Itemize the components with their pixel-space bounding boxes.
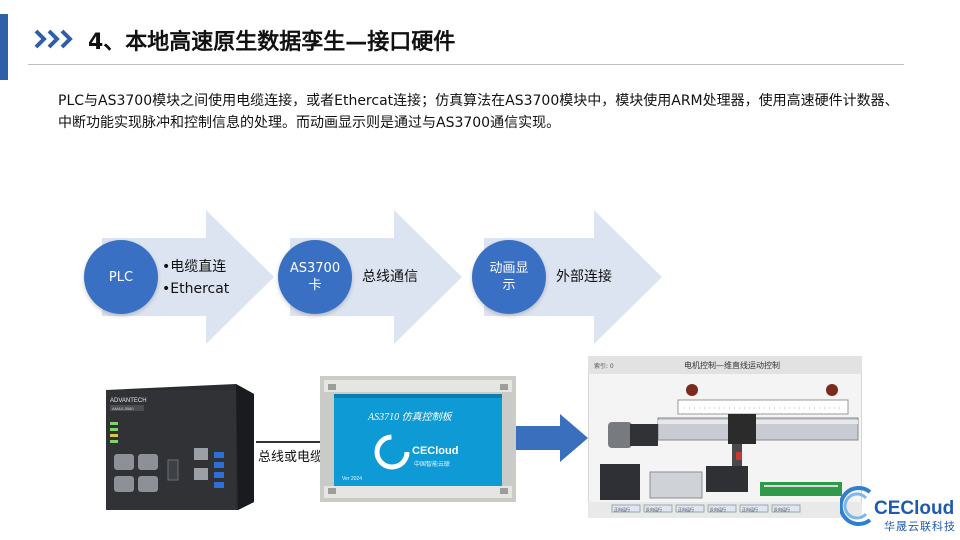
flow-node-as3700: AS3700 卡 (278, 240, 352, 314)
connection-label: 总线或电缆 (256, 446, 326, 465)
flow-text-plc-2: •Ethercat (162, 281, 230, 297)
flow-arrow-3 (484, 210, 662, 344)
cecloud-logo-icon (840, 486, 872, 526)
connection-line (256, 441, 320, 443)
flow-arrow-1 (102, 210, 274, 344)
hmi-button-label: 正向运行 (742, 506, 758, 512)
hmi-title: 电机控制—维直线运动控制 (684, 360, 780, 370)
flow-text-plc-1: •电缆直连 (162, 259, 227, 275)
brand-logo-subtext: 华晟云联科技 (884, 520, 956, 533)
module-logo-sub: 中国智能云联 (414, 460, 450, 468)
hmi-button-label: 反向运行 (774, 506, 790, 512)
flow-arrow-2 (290, 210, 462, 344)
hmi-animation-screenshot: 索引: 0 电机控制—维直线运动控制 正向运行 反向运行 正向运行 反向运行 正… (588, 356, 862, 518)
module-title: AS3710 仿真控制板 (367, 411, 454, 423)
plc-model: AMAX-5580 (112, 406, 134, 411)
chevron-right-icon (34, 29, 73, 49)
plc-brand: ADVANTECH (110, 398, 147, 404)
left-accent-bar (0, 14, 8, 80)
flow-text-bus: 总线通信 (362, 269, 418, 285)
hmi-button-label: 反向运行 (710, 506, 726, 512)
hmi-button-label: 正向运行 (614, 506, 630, 512)
module-tag: Ver 2024 (342, 476, 362, 482)
flow-node-animation: 动画显 示 (472, 240, 546, 314)
description-text: PLC与AS3700模块之间使用电缆连接，或者Ethercat连接；仿真算法在A… (58, 93, 899, 131)
hmi-button-label: 正向运行 (678, 506, 694, 512)
flow-text-external: 外部连接 (556, 269, 612, 285)
plc-hardware-image: ADVANTECH AMAX-5580 (96, 382, 256, 512)
as3710-module-image: AS3710 仿真控制板 CECloud 中国智能云联 Ver 2024 (320, 376, 516, 502)
brand-logo-text: CECloud (874, 498, 955, 519)
arrow-right-icon (516, 414, 588, 462)
module-logo: CECloud (412, 445, 458, 457)
hmi-button-label: 反向运行 (646, 506, 662, 512)
title-divider (28, 64, 904, 65)
page-title: 4、本地高速原生数据孪生—接口硬件 (88, 30, 456, 55)
hmi-header-left: 索引: 0 (594, 362, 614, 370)
flow-node-plc: PLC (84, 240, 158, 314)
